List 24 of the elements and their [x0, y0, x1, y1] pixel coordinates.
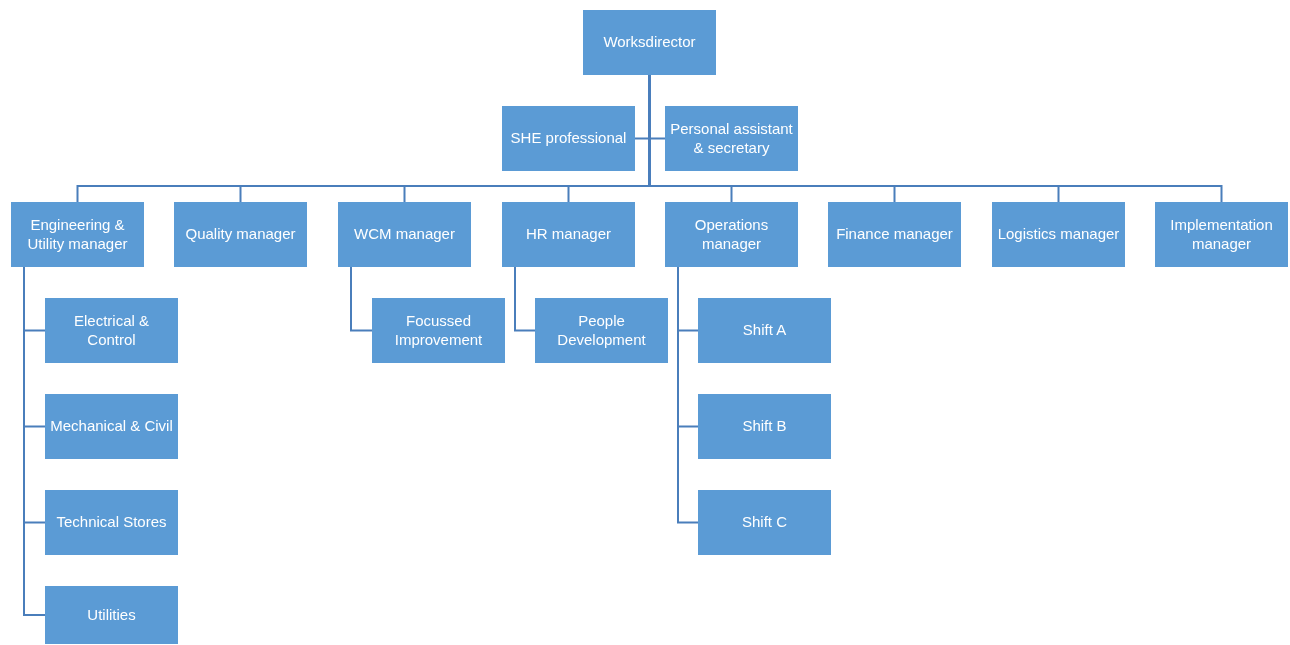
org-box: People Development — [535, 298, 668, 363]
org-box: Shift C — [698, 490, 831, 555]
org-box: Personal assistant & secretary — [665, 106, 798, 171]
org-box: Engineering & Utility manager — [11, 202, 144, 267]
org-box: WCM manager — [338, 202, 471, 267]
org-box: Mechanical & Civil — [45, 394, 178, 459]
org-box: Finance manager — [828, 202, 961, 267]
connector-line — [677, 266, 699, 524]
org-box: Quality manager — [174, 202, 307, 267]
org-box: Utilities — [45, 586, 178, 644]
org-box: Shift A — [698, 298, 831, 363]
connector-line — [350, 266, 373, 332]
connector-line — [23, 266, 46, 616]
connector-line — [514, 266, 536, 332]
org-box: SHE professional — [502, 106, 635, 171]
org-box: Worksdirector — [583, 10, 716, 75]
org-box: Operations manager — [665, 202, 798, 267]
org-box: Technical Stores — [45, 490, 178, 555]
org-box: Logistics manager — [992, 202, 1125, 267]
org-box: Shift B — [698, 394, 831, 459]
org-box: Focussed Improvement — [372, 298, 505, 363]
org-box: HR manager — [502, 202, 635, 267]
org-box: Electrical & Control — [45, 298, 178, 363]
org-box: Implementation manager — [1155, 202, 1288, 267]
